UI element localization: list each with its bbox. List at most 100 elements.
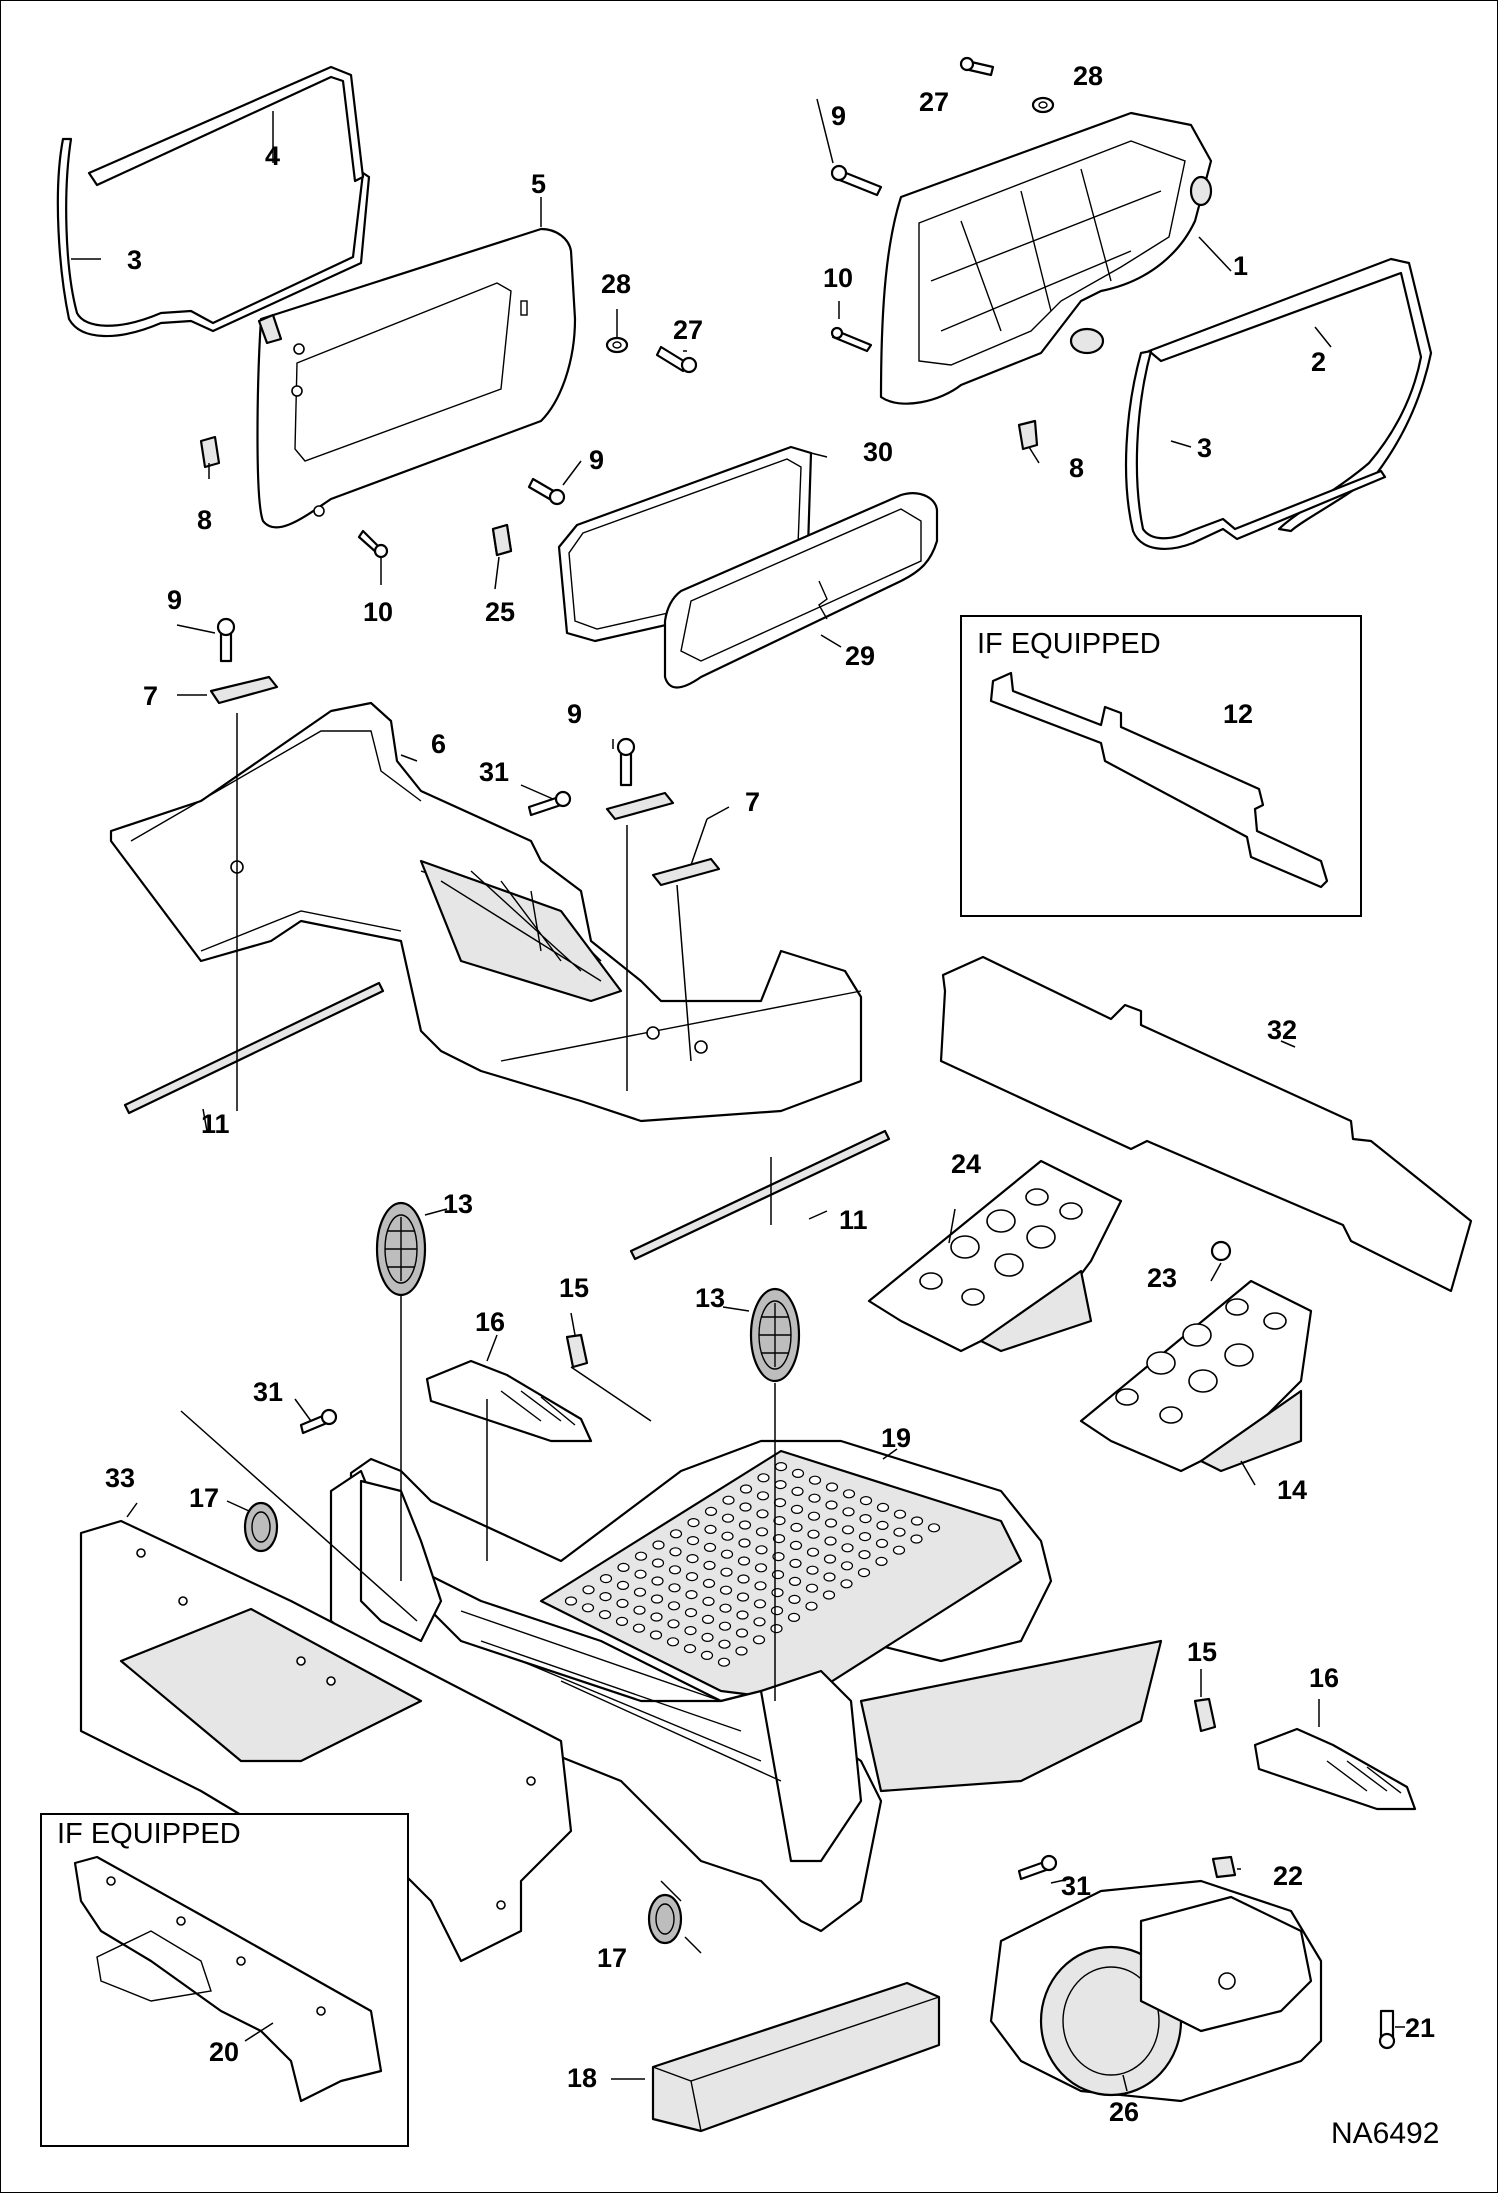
callout-3-left: 3 (127, 245, 142, 275)
callout-30: 30 (863, 437, 893, 467)
callout-17-upper: 17 (189, 1483, 219, 1513)
callout-13-left: 13 (443, 1189, 473, 1219)
floor-hole (808, 1493, 821, 1503)
callout-27-top: 27 (919, 87, 949, 117)
callout-24: 24 (951, 1149, 981, 1179)
floor-hole (617, 1562, 630, 1573)
part-3-seal-left (56, 137, 371, 338)
floor-hole (788, 1576, 802, 1587)
part-15-clip-left (565, 1333, 589, 1369)
floor-hole (771, 1569, 785, 1580)
floor-hole (754, 1581, 767, 1591)
callout-23: 23 (1147, 1263, 1177, 1293)
callout-31-top: 31 (479, 757, 509, 787)
callout-3-right: 3 (1197, 433, 1212, 463)
floor-hole (704, 1506, 718, 1517)
floor-hole (735, 1628, 749, 1638)
callout-9-left: 9 (167, 585, 182, 615)
floor-perforation-pattern (564, 1461, 941, 1667)
floor-hole (806, 1547, 820, 1557)
floor-hole (756, 1491, 770, 1501)
callout-7-left: 7 (143, 681, 158, 711)
floor-hole (787, 1612, 801, 1623)
figure-id: NA6492 (1331, 2117, 1439, 2150)
floor-hole (684, 1607, 698, 1618)
floor-hole (927, 1523, 941, 1533)
floor-hole (808, 1475, 822, 1485)
floor-hole (857, 1567, 871, 1578)
floor-hole (841, 1525, 855, 1535)
floor-hole (599, 1573, 613, 1584)
part-17-grommet-upper (243, 1501, 279, 1553)
callout-17-lower: 17 (597, 1943, 627, 1973)
floor-hole (650, 1594, 664, 1604)
floor-hole (841, 1543, 854, 1553)
floor-hole (910, 1534, 923, 1544)
floor-hole (722, 1495, 735, 1505)
callout-22: 22 (1273, 1861, 1303, 1891)
inset-box-title-upper: IF EQUIPPED (977, 628, 1161, 660)
floor-hole (807, 1511, 821, 1521)
part-13-grommet-left (375, 1201, 427, 1297)
floor-hole (598, 1609, 612, 1620)
callout-12: 12 (1223, 699, 1253, 729)
floor-hole (823, 1554, 837, 1564)
floor-hole (772, 1533, 786, 1544)
floor-hole (773, 1497, 787, 1508)
floor-hole (823, 1572, 836, 1582)
leader-lines (71, 98, 1405, 2092)
floor-hole (684, 1625, 697, 1636)
part-4-seal-top (87, 65, 365, 187)
floor-hole (700, 1650, 714, 1661)
callout-9-mid: 9 (589, 445, 604, 475)
callout-1: 1 (1233, 251, 1248, 281)
floor-hole (721, 1513, 735, 1523)
callout-31-left: 31 (253, 1377, 283, 1407)
floor-hole (686, 1535, 700, 1546)
callout-11-left: 11 (201, 1109, 230, 1139)
floor-hole (770, 1623, 783, 1634)
callout-28-top: 28 (1073, 61, 1103, 91)
callout-25: 25 (485, 597, 515, 627)
floor-hole (858, 1531, 872, 1542)
floor-hole (667, 1619, 680, 1629)
callout-21: 21 (1405, 2013, 1435, 2043)
part-17-grommet-lower (647, 1893, 683, 1945)
callout-9-center: 9 (567, 699, 582, 729)
floor-hole (735, 1646, 748, 1656)
callout-16-right: 16 (1309, 1663, 1339, 1693)
floor-hole (717, 1657, 731, 1667)
part-3-seal-right (1124, 349, 1387, 550)
floor-hole (771, 1587, 784, 1598)
floor-hole (755, 1545, 768, 1555)
floor-hole (910, 1516, 924, 1526)
floor-hole (615, 1616, 629, 1627)
part-32-panel (939, 955, 1473, 1293)
floor-hole (859, 1495, 873, 1506)
part-29-cover (663, 492, 939, 689)
hardware-bolts (199, 56, 1396, 2050)
part-24-step (867, 1159, 1123, 1353)
part-2-seal-right (1147, 257, 1433, 533)
floor-hole (702, 1596, 715, 1607)
floor-hole (858, 1549, 871, 1560)
floor-hole (616, 1580, 630, 1591)
callout-32: 32 (1267, 1015, 1297, 1045)
floor-hole (842, 1507, 855, 1517)
floor-hole (739, 1484, 753, 1494)
floor-hole (757, 1473, 770, 1483)
floor-hole (791, 1468, 805, 1479)
floor-hole (790, 1522, 803, 1533)
floor-hole (737, 1556, 751, 1566)
floor-hole (669, 1547, 682, 1557)
part-5-side-panel (256, 227, 577, 529)
floor-hole (633, 1605, 646, 1615)
callout-7-right: 7 (745, 787, 760, 817)
floor-hole (805, 1601, 818, 1611)
part-1-housing (879, 111, 1213, 405)
floor-hole (755, 1527, 769, 1537)
floor-hole (791, 1486, 804, 1497)
floor-hole (651, 1558, 665, 1568)
floor-hole (753, 1617, 766, 1627)
